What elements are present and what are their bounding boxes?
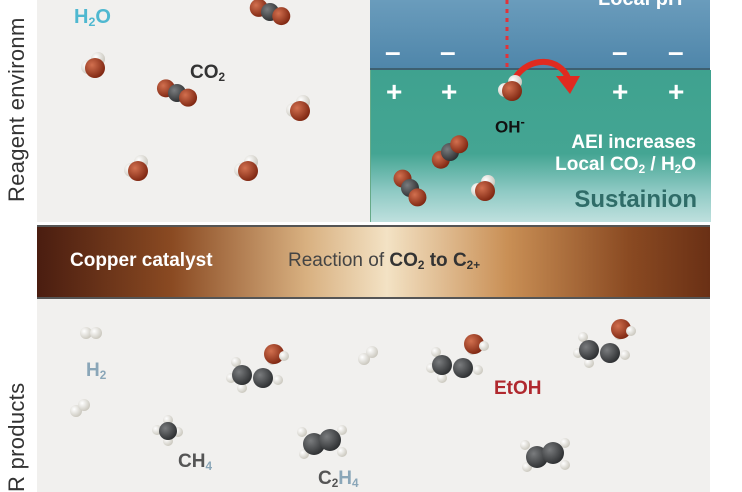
local-ph-layer [370,0,710,70]
h2-molecule [358,346,378,365]
minus-charge: – [668,36,684,67]
water-molecule [498,75,522,101]
h2-molecule [80,327,102,339]
minus-charge: – [440,36,456,67]
copper-catalyst-bar [37,225,710,299]
water-molecule [81,52,105,78]
arrow-head [556,76,580,94]
oh-transfer-arrow [512,58,571,80]
plus-charge: + [441,76,458,107]
products-panel [37,299,710,492]
plus-charge: + [386,76,403,107]
co2-label: CO2 [190,62,226,84]
water-molecule [124,155,148,181]
ch4-molecule [152,415,183,446]
ch4-label: CH4 [178,451,212,473]
co2-molecule [431,135,469,169]
water-molecule [234,155,258,181]
plus-charge: + [612,76,629,107]
c2h4-label: C2H4 [318,468,359,490]
local-ph-label: Local pH [598,0,682,11]
ethanol-molecule [426,334,489,383]
ethanol-molecule [573,319,636,368]
minus-charge: – [612,36,628,67]
oh-label: OH- [495,114,525,137]
ethylene-molecule [520,438,570,472]
ethanol-molecule [226,344,289,393]
sustainion-label: Sustainion [574,186,697,213]
water-molecule [471,175,495,201]
co2-molecule [156,79,198,107]
h2-molecule [70,399,90,417]
co2-molecule [393,169,427,207]
minus-charge: – [385,36,401,67]
reaction-label: Reaction of CO2 to C2+ [288,250,481,272]
co2-molecule [249,0,291,26]
h2o-label: H2O [74,6,111,30]
ethylene-molecule [297,425,347,459]
water-molecule [286,95,310,121]
sustainion-layer [370,70,711,222]
etoh-label: EtOH [494,378,542,399]
aei-text: AEI increases Local CO2 / H2O [555,132,696,176]
copper-catalyst-label: Copper catalyst [70,250,213,271]
h2-label: H2 [86,360,107,382]
plus-charge: + [668,76,685,107]
